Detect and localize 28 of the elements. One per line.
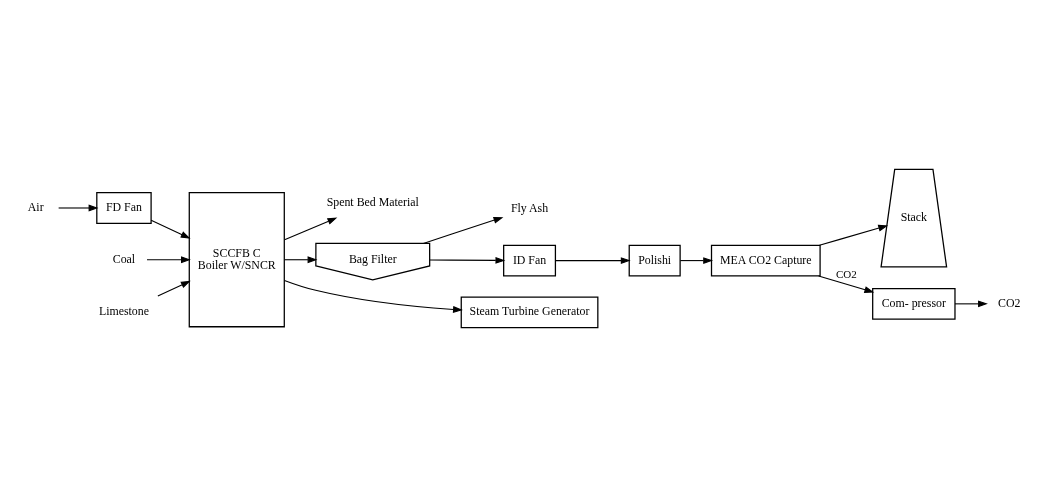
edge-label: CO2	[835, 267, 857, 280]
node-box: Com- pressor	[872, 287, 956, 320]
arrow	[284, 256, 318, 264]
arrow	[150, 219, 191, 239]
node-text: CO2	[998, 295, 1021, 310]
arrow	[157, 280, 191, 297]
node-box: FD Fan	[96, 192, 152, 224]
arrow	[954, 300, 988, 308]
node-text: Limestone	[98, 303, 149, 318]
arrow	[422, 216, 504, 244]
node-text: Fly Ash	[510, 200, 549, 215]
node-text: Spent Bed Material	[326, 195, 419, 210]
node-box: Steam Turbine Generator	[460, 296, 599, 329]
arrow	[818, 275, 875, 293]
node-text: Coal	[112, 251, 136, 266]
arrow	[679, 257, 714, 265]
node-box: Polishi	[628, 244, 681, 277]
arrow	[555, 257, 631, 265]
node-box: SCCFB C Boiler W/SNCR	[188, 192, 285, 328]
arrow	[58, 204, 99, 212]
arrow	[284, 217, 338, 241]
node-box: MEA CO2 Capture	[710, 244, 821, 277]
arrow	[429, 256, 506, 264]
arrow	[146, 256, 191, 264]
arrow	[283, 279, 463, 313]
arrow	[818, 224, 889, 246]
node-text: Air	[27, 200, 44, 215]
node-box: ID Fan	[503, 244, 557, 277]
